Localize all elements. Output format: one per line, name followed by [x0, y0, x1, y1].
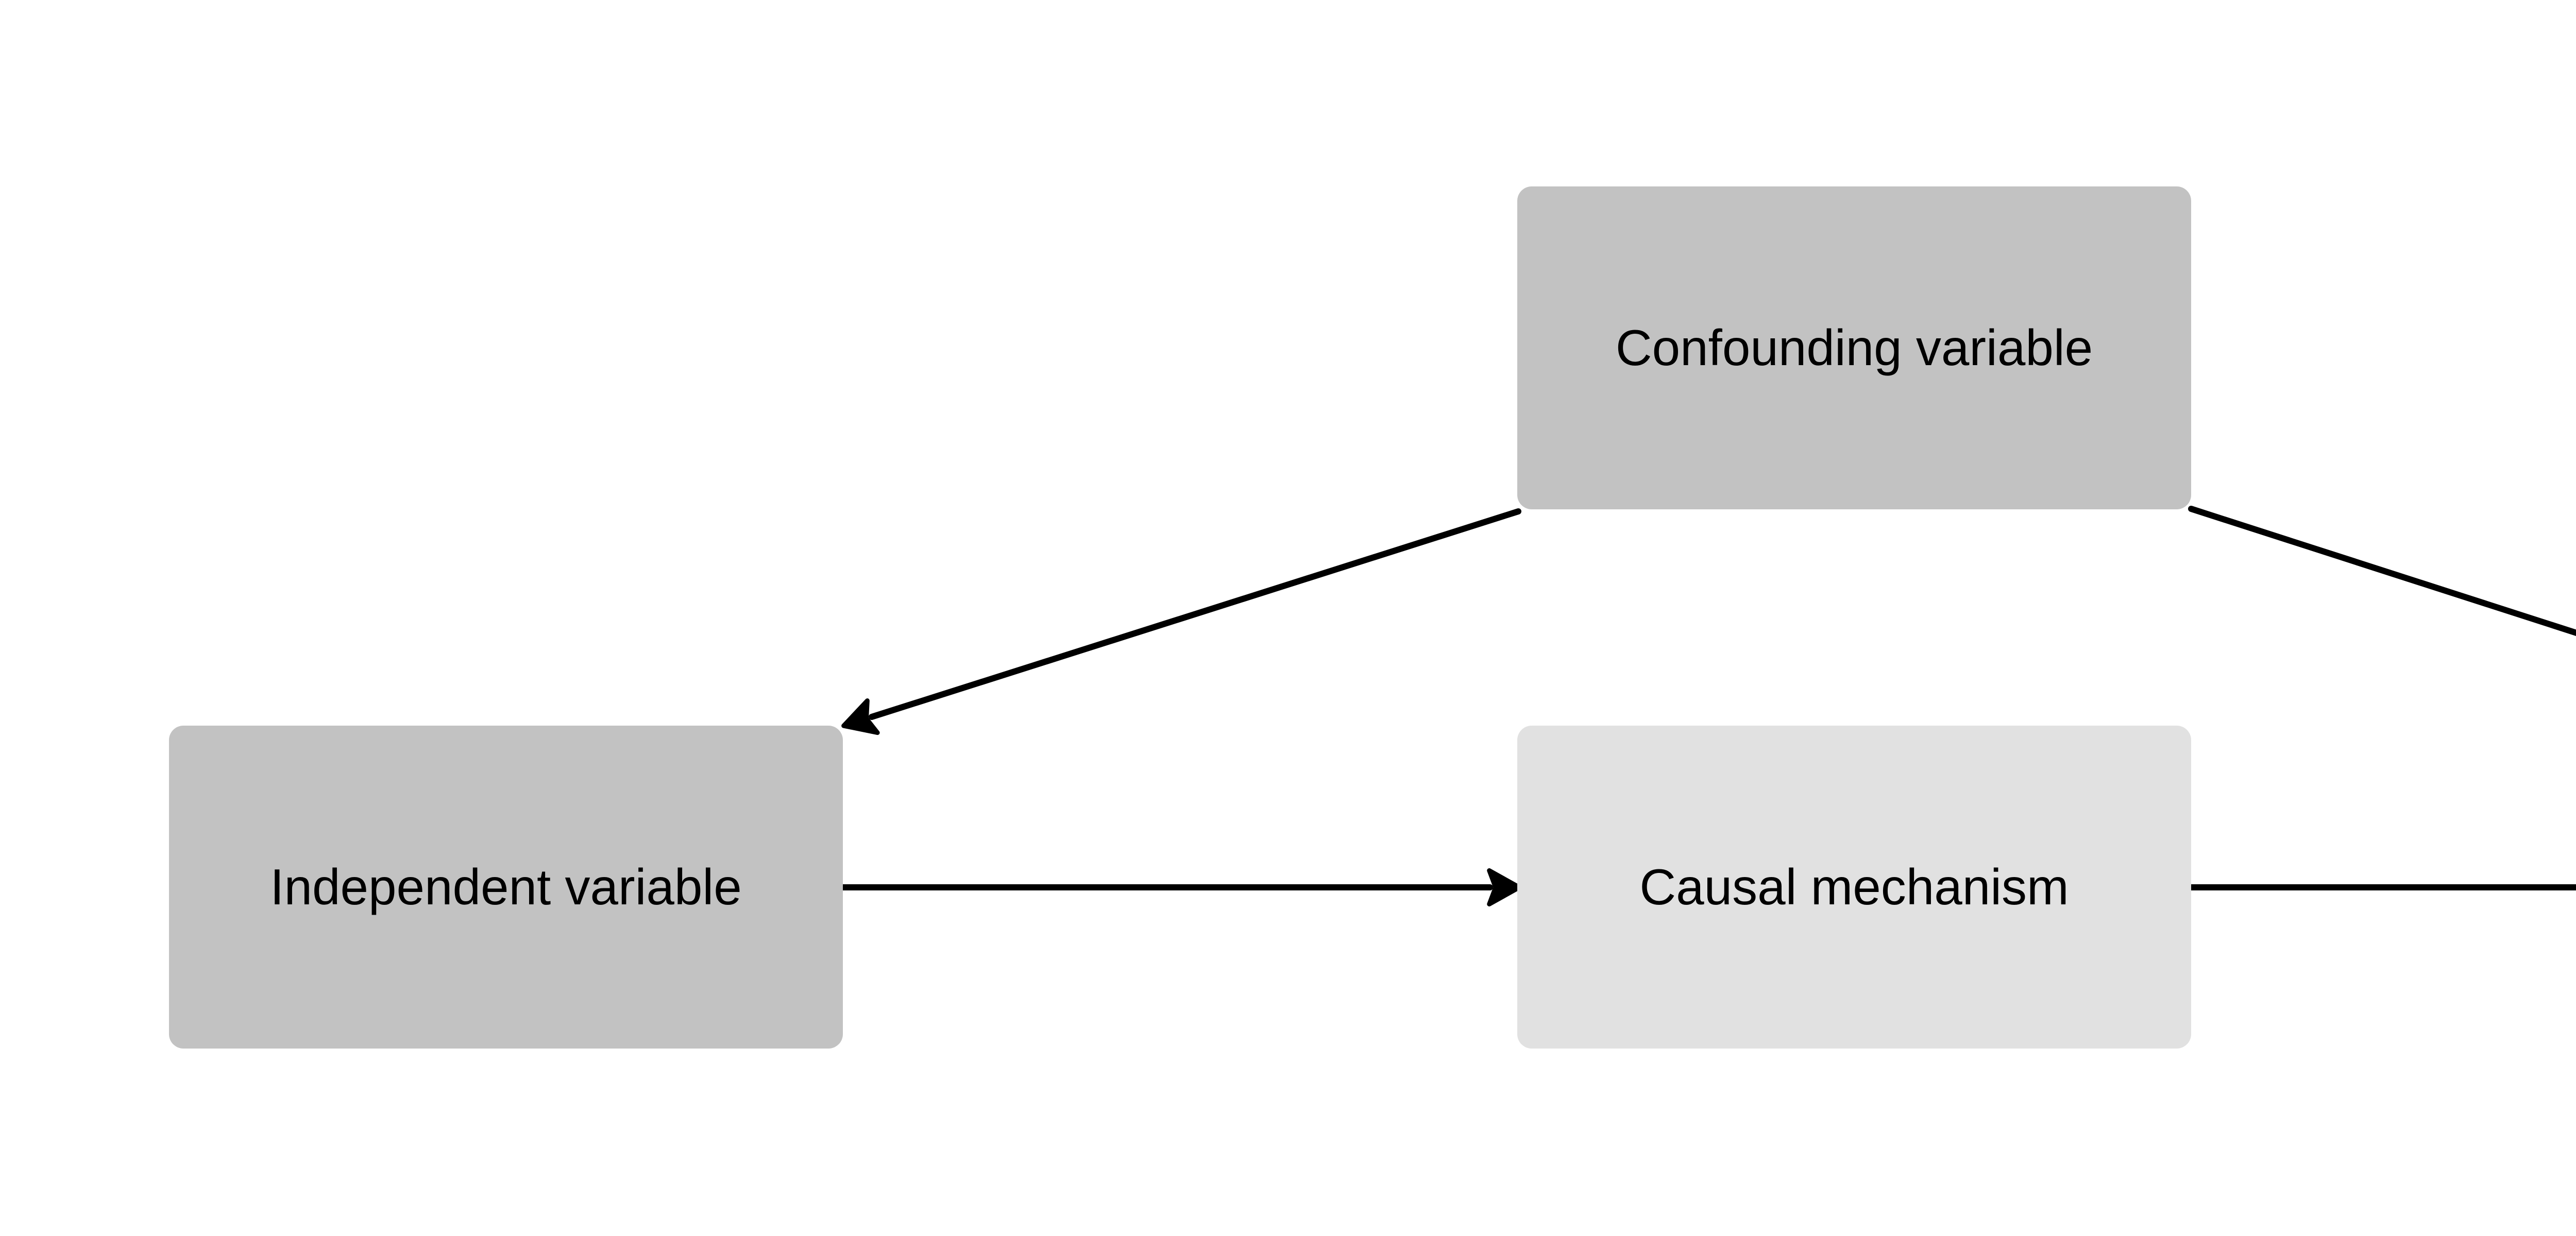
edge-confounding-to-dependent: [2188, 506, 2576, 637]
node-causal-mechanism-label: Causal mechanism: [1639, 858, 2069, 915]
node-independent-variable: Independent variable: [169, 726, 843, 1049]
edge-confounding-to-independent: [841, 508, 1521, 735]
node-confounding-variable-label: Confounding variable: [1615, 319, 2093, 376]
node-causal-mechanism: Causal mechanism: [1517, 726, 2191, 1049]
node-confounding-variable: Confounding variable: [1517, 186, 2191, 509]
node-independent-variable-label: Independent variable: [270, 858, 742, 915]
